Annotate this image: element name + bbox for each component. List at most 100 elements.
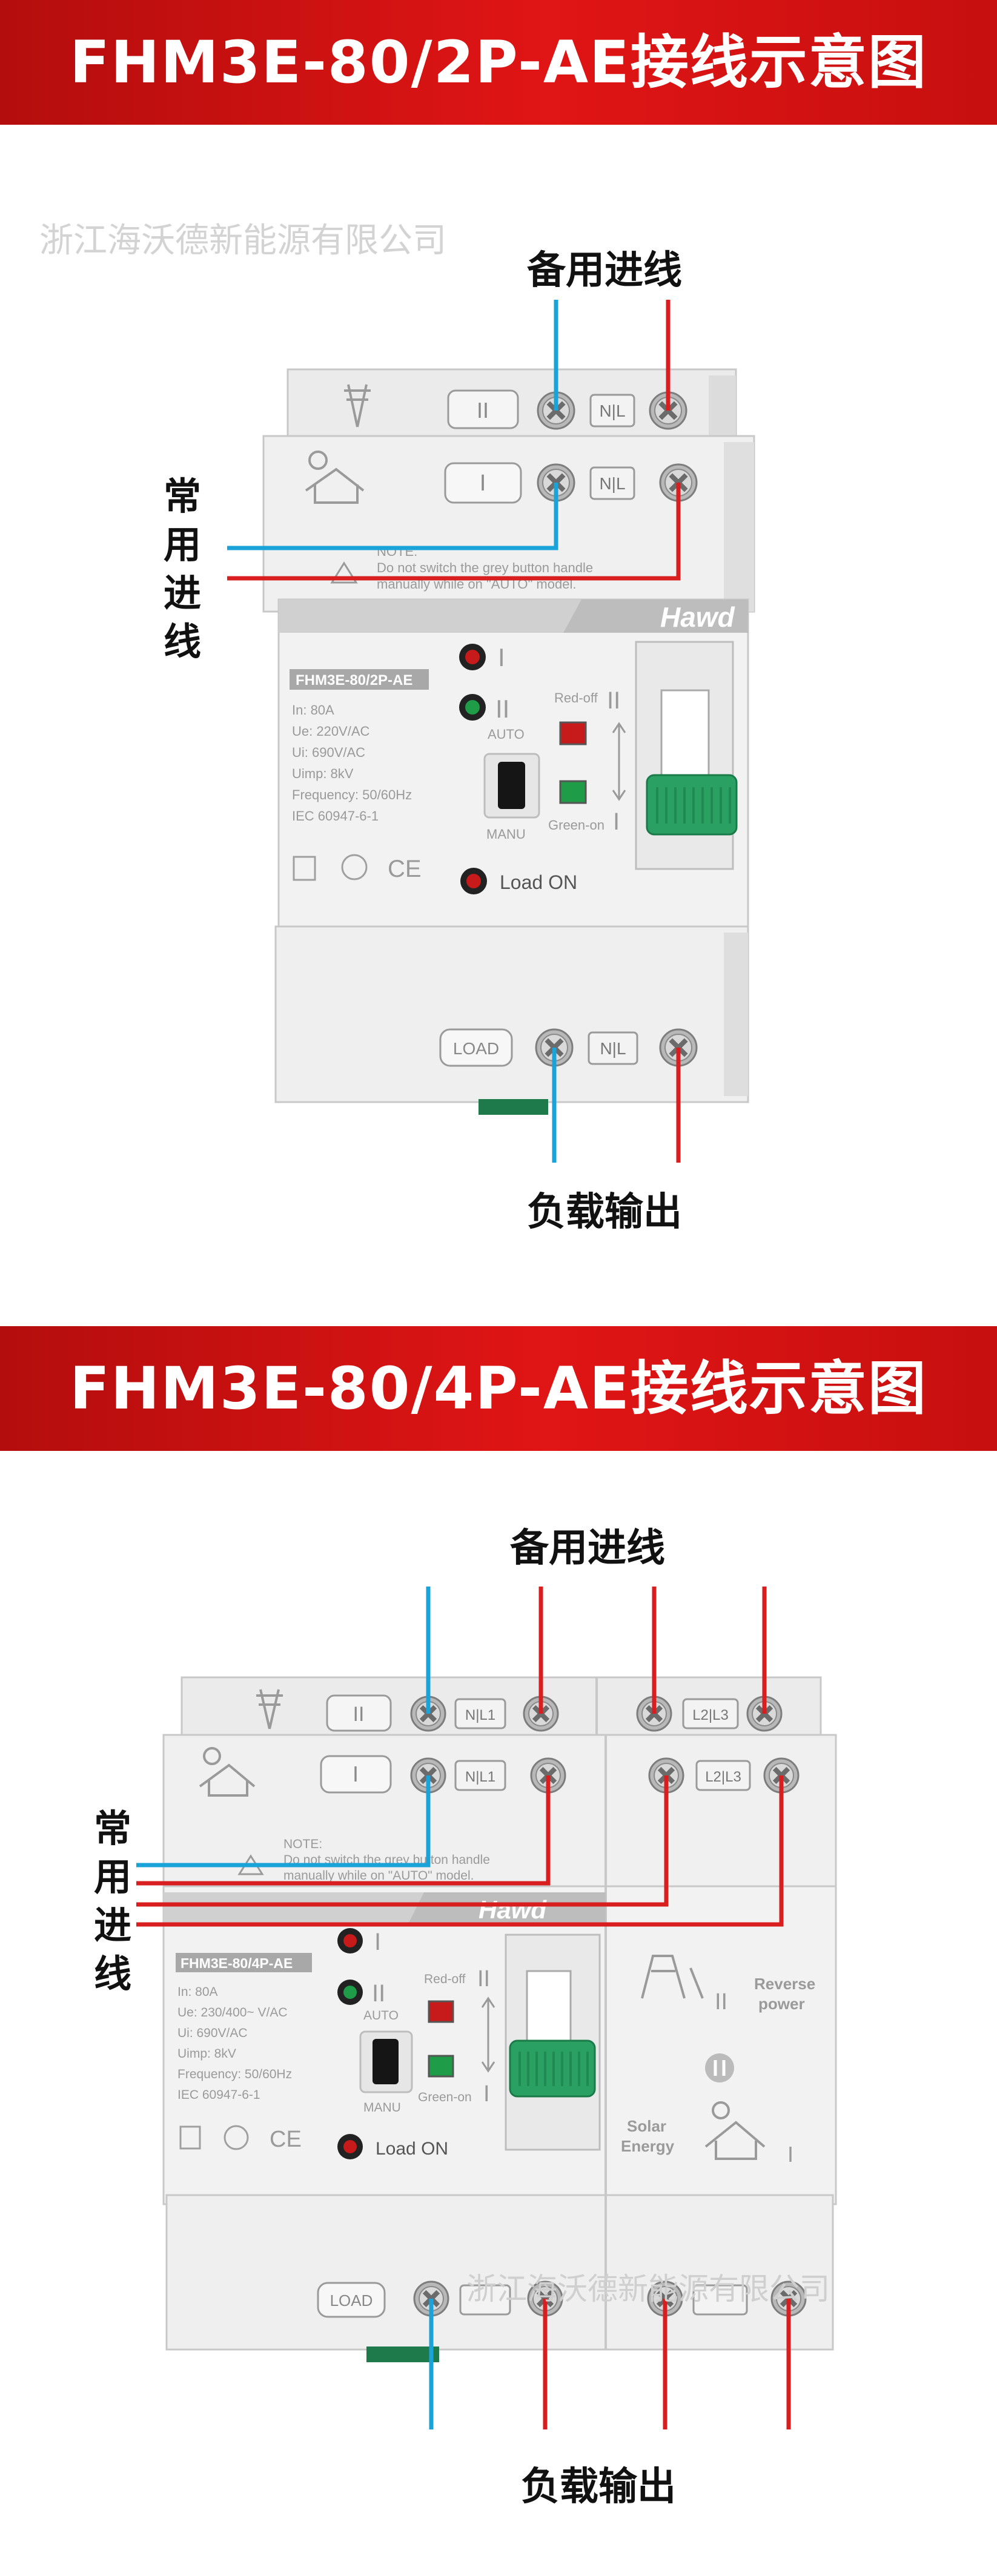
status-red-window-4p — [428, 2000, 454, 2023]
main-terminal-label: N|L — [599, 474, 625, 493]
ce-mark: CE — [388, 856, 422, 882]
spec-line-2: Ui: 690V/AC — [292, 745, 365, 760]
backup-terminal-a: N|L1 — [465, 1707, 495, 1723]
note-line1: Do not switch the grey button handle — [377, 560, 593, 575]
solar-house-icon-right — [704, 2101, 766, 2160]
solar-roman: I — [787, 2142, 793, 2167]
position-roman-1: I — [613, 808, 620, 835]
load-output-module-4p: LOAD — [165, 2194, 834, 2362]
backup-input-label-1: 备用进线 — [527, 248, 682, 293]
spec-line-0: In: 80A — [292, 702, 334, 718]
main-input-label-1: 常 用 进 线 — [164, 472, 206, 666]
main-input-char-0-b: 常 — [94, 1806, 132, 1851]
main-module-roman: I — [480, 471, 486, 496]
spec-4p-5: IEC 60947-6-1 — [177, 2088, 260, 2102]
status-green-window-4p — [428, 2055, 454, 2078]
brand-logo: Hawd — [660, 601, 735, 633]
watermark-text-2: 浙江海沃德新能源有限公司 — [466, 2271, 830, 2307]
main-red-wire — [227, 483, 681, 581]
main-input-char-1-b: 用 — [94, 1855, 132, 1899]
main-input-char-0: 常 — [164, 474, 202, 518]
solar-energy-line2: Energy — [621, 2137, 675, 2155]
load-output-module: LOAD N|L — [274, 925, 749, 1115]
position-roman-2: II — [607, 687, 620, 714]
note-title-4p: NOTE: — [283, 1837, 322, 1851]
status-green-window — [559, 780, 587, 804]
spec-4p-0: In: 80A — [177, 1985, 218, 1999]
solar-house-icon-4p — [199, 1747, 256, 1797]
main-input-module: I N|L NOTE: Do not switch the grey butto… — [262, 435, 755, 613]
main-terminal-a: N|L1 — [465, 1769, 495, 1785]
manu-label-4p: MANU — [363, 2101, 401, 2115]
auto-label: AUTO — [488, 727, 525, 742]
wiring-4p — [136, 1587, 791, 2429]
ats-main-body: Hawd FHM3E-80/2P-AE In: 80A Ue: 220V/AC … — [277, 598, 749, 940]
recycle-icons — [293, 854, 368, 881]
spec-line-5: IEC 60947-6-1 — [292, 808, 379, 824]
main-l3-wire-4p — [136, 1775, 784, 1927]
main-blue-wire — [227, 483, 558, 550]
spec-4p-3: Uimp: 8kV — [177, 2047, 236, 2061]
red-off-label: Red-off — [554, 690, 598, 705]
main-input-char-2-b: 进 — [94, 1903, 132, 1947]
wiring-2p — [227, 300, 681, 1163]
auto-label-4p: AUTO — [363, 2009, 399, 2023]
load-output-label-1: 负载输出 — [527, 1190, 682, 1235]
spec-4p-2: Ui: 690V/AC — [177, 2026, 248, 2040]
main-input-char-3: 线 — [164, 619, 202, 664]
device-2p-diagram: II N|L I N|L NOTE: Do not switch the gre… — [227, 300, 755, 1163]
watermark-text: 浙江海沃德新能源有限公司 — [39, 221, 446, 260]
load-on-label: Load ON — [500, 871, 577, 893]
main-input-char-3-b: 线 — [94, 1952, 132, 1996]
led2-roman-4p: II — [372, 1980, 385, 2007]
pause-icon — [705, 2053, 734, 2082]
operating-handle[interactable] — [646, 774, 738, 836]
section2-title: FHM3E-80/4P-AE接线示意图 — [70, 1355, 927, 1422]
main-input-char-1: 用 — [164, 523, 202, 567]
green-on-label-4p: Green-on — [418, 2090, 472, 2104]
section1-banner: FHM3E-80/2P-AE接线示意图 — [0, 0, 997, 125]
pylon-icon — [641, 1955, 704, 1999]
solar-energy-line1: Solar — [627, 2117, 666, 2135]
ce-mark-4p: CE — [270, 2127, 302, 2152]
warning-icon — [330, 561, 358, 584]
spec-line-1: Ue: 220V/AC — [292, 724, 370, 739]
main-l2-wire-4p — [136, 1775, 669, 1907]
solar-house-icon — [305, 451, 365, 504]
backup-module-roman-4p: II — [353, 1703, 365, 1726]
model-label: FHM3E-80/2P-AE — [296, 672, 412, 689]
reverse-power-line2: power — [758, 1995, 805, 2013]
tower-icon — [344, 384, 371, 428]
device-4p-diagram: II N|L1 L2|L3 I N|L1 L2|L3 NOTE: Do not … — [136, 1587, 837, 2429]
reverse-roman: II — [715, 1989, 727, 2015]
section2-banner: FHM3E-80/4P-AE接线示意图 — [0, 1326, 997, 1451]
recycle-icons-4p — [179, 2125, 249, 2150]
spec-line-3: Uimp: 8kV — [292, 766, 354, 781]
brand-logo-4p: Hawd — [479, 1895, 547, 1924]
reverse-power-line1: Reverse — [754, 1975, 815, 1993]
spec-4p-4: Frequency: 50/60Hz — [177, 2067, 292, 2081]
backup-input-module: II N|L — [287, 368, 737, 446]
load-output-label-2: 负载输出 — [521, 2465, 676, 2509]
backup-input-label-2: 备用进线 — [510, 1526, 665, 1571]
main-l1-wire-4p — [136, 1775, 551, 1886]
main-input-label-2: 常 用 进 线 — [94, 1805, 136, 1998]
status-red-window — [559, 721, 587, 745]
manu-label: MANU — [486, 827, 526, 842]
ats-main-body-4p: Hawd FHM3E-80/4P-AE In: 80A Ue: 230/400~… — [162, 1885, 837, 2205]
model-label-4p: FHM3E-80/4P-AE — [181, 1955, 293, 1971]
tower-icon-4p — [256, 1689, 283, 1729]
spec-4p-1: Ue: 230/400~ V/AC — [177, 2006, 288, 2020]
green-on-label: Green-on — [548, 817, 604, 833]
load-on-label-4p: Load ON — [376, 2139, 448, 2159]
led1-roman: I — [498, 643, 505, 672]
note-line2-4p: manually while on "AUTO" model. — [283, 1869, 474, 1883]
position-roman-2-4p: II — [477, 1966, 490, 1992]
load-tag: LOAD — [453, 1039, 499, 1058]
led1-roman-4p: I — [374, 1929, 381, 1955]
led2-roman: II — [495, 695, 509, 723]
backup-terminal-b: L2|L3 — [692, 1707, 729, 1723]
load-terminal-label: N|L — [600, 1039, 626, 1058]
spec-line-4: Frequency: 50/60Hz — [292, 787, 412, 802]
backup-input-module-4p: II N|L1 L2|L3 — [181, 1676, 822, 1745]
